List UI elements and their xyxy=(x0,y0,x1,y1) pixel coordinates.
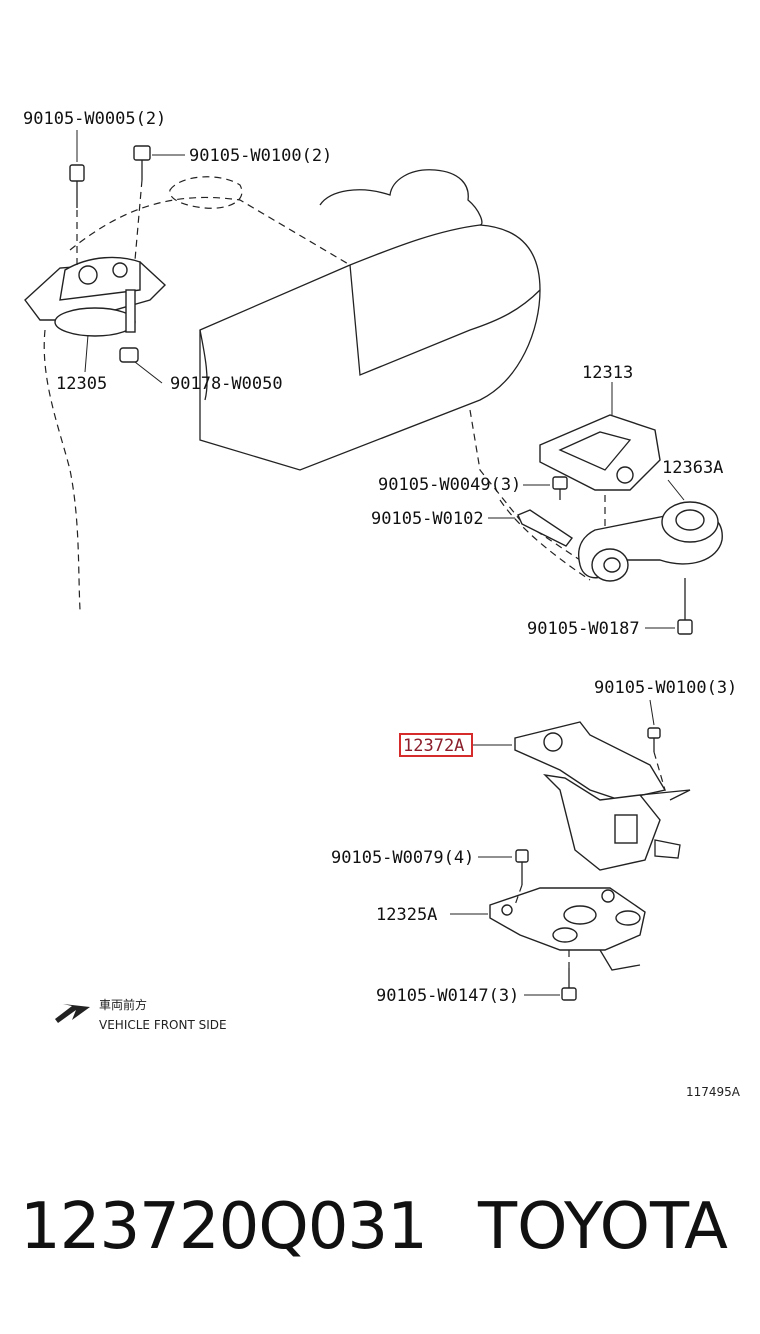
label-90105-w0100-upper[interactable]: 90105-W0100(2) xyxy=(189,146,332,166)
highlight-box xyxy=(399,733,473,757)
label-12363a[interactable]: 12363A xyxy=(662,458,723,478)
label-90105-w0005[interactable]: 90105-W0005(2) xyxy=(23,109,166,129)
engine-mount-12305 xyxy=(24,145,167,363)
engine-outline xyxy=(43,169,591,611)
parts-diagram: 90105-W0005(2) 90105-W0100(2) 12305 9017… xyxy=(23,109,741,1099)
transmission-mount-assembly xyxy=(489,721,691,1001)
label-12305[interactable]: 12305 xyxy=(56,374,107,394)
front-arrow-icon xyxy=(55,1004,90,1023)
leader-lines xyxy=(76,130,685,996)
illustration-id: 117495A xyxy=(686,1085,741,1099)
footer: 123720Q031 TOYOTA xyxy=(0,1190,760,1280)
brand-name: TOYOTA xyxy=(478,1190,728,1264)
label-90105-w0187[interactable]: 90105-W0187 xyxy=(527,619,640,639)
part-number: 123720Q031 xyxy=(20,1190,428,1264)
front-en-text: VEHICLE FRONT SIDE xyxy=(99,1018,227,1032)
label-90105-w0100-lower[interactable]: 90105-W0100(3) xyxy=(594,678,737,698)
label-90105-w0079[interactable]: 90105-W0079(4) xyxy=(331,848,474,868)
label-12325a[interactable]: 12325A xyxy=(376,905,437,925)
front-jp-text: 車両前方 xyxy=(99,997,147,1012)
torque-rod-assembly xyxy=(517,414,723,635)
label-12372a[interactable]: 12372A xyxy=(403,736,464,756)
label-90178-w0050[interactable]: 90178-W0050 xyxy=(170,374,283,394)
label-90105-w0049[interactable]: 90105-W0049(3) xyxy=(378,475,521,495)
label-90105-w0102[interactable]: 90105-W0102 xyxy=(371,509,484,529)
vehicle-front-indicator: 車両前方 VEHICLE FRONT SIDE xyxy=(55,997,227,1032)
label-90105-w0147[interactable]: 90105-W0147(3) xyxy=(376,986,519,1006)
label-12313[interactable]: 12313 xyxy=(582,363,633,383)
